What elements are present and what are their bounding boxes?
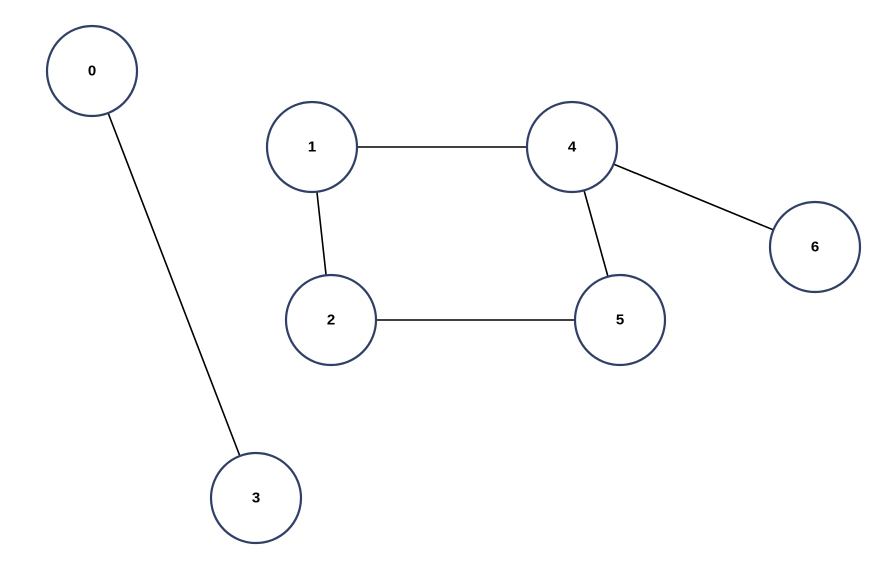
edges-layer: [107, 112, 774, 457]
graph-node-5[interactable]: 5: [573, 273, 667, 367]
graph-node-circle-4[interactable]: [525, 100, 619, 194]
graph-node-label-0: 0: [88, 63, 96, 80]
graph-node-2[interactable]: 2: [284, 273, 378, 367]
graph-node-1[interactable]: 1: [265, 100, 359, 194]
graph-node-4[interactable]: 4: [525, 100, 619, 194]
graph-edge-1-2: [316, 191, 327, 276]
graph-node-circle-0[interactable]: [45, 24, 139, 118]
graph-node-label-2: 2: [327, 312, 335, 329]
graph-node-3[interactable]: 3: [209, 451, 303, 545]
graph-node-6[interactable]: 6: [768, 200, 862, 294]
graph-node-label-1: 1: [308, 139, 316, 156]
graph-node-label-5: 5: [616, 312, 624, 329]
nodes-layer: 0 1 2 3 4 5 6: [45, 24, 862, 545]
graph-edge-4-6: [613, 163, 774, 231]
graph-node-label-3: 3: [252, 490, 260, 507]
graph-node-label-4: 4: [568, 139, 577, 156]
graph-node-circle-3[interactable]: [209, 451, 303, 545]
graph-node-circle-2[interactable]: [284, 273, 378, 367]
graph-node-circle-1[interactable]: [265, 100, 359, 194]
graph-node-0[interactable]: 0: [45, 24, 139, 118]
graph-node-circle-6[interactable]: [768, 200, 862, 294]
graph-edge-4-5: [583, 190, 609, 277]
graph-edge-0-3: [107, 112, 241, 457]
graph-node-circle-5[interactable]: [573, 273, 667, 367]
graph-node-label-6: 6: [811, 239, 819, 256]
